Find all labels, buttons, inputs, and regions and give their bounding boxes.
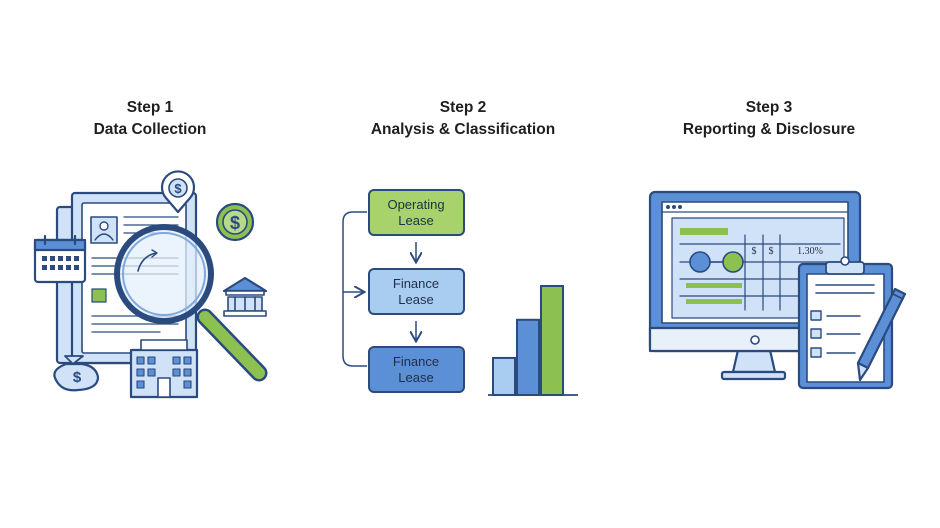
finance-lease-2-line2: Lease <box>398 370 433 385</box>
flow-bracket <box>342 211 367 367</box>
step-2-bar-chart <box>492 285 564 397</box>
pin-dollar-symbol: $ <box>174 181 182 196</box>
step-3-illustration <box>648 190 907 390</box>
magnifier-icon <box>114 224 268 382</box>
dollar-coin-icon <box>215 202 255 242</box>
operating-lease-box: Operating Lease <box>368 189 465 236</box>
bar-1 <box>492 356 516 397</box>
monitor-label-dollar-1: $ <box>752 246 757 257</box>
step-2-flow: Operating Lease Finance Lease Finance Le… <box>342 189 465 393</box>
finance-lease-1-line1: Finance <box>393 276 439 291</box>
step-3-title: Step 3 <box>745 99 793 116</box>
bag-dollar-symbol: $ <box>73 369 82 386</box>
operating-lease-line1: Operating <box>387 197 444 212</box>
bank-icon <box>222 276 268 317</box>
monitor-label-dollar-2: $ <box>769 246 774 257</box>
finance-lease-box-1: Finance Lease <box>368 268 465 315</box>
step-3-subtitle: Reporting & Disclosure <box>682 121 856 138</box>
operating-lease-line2: Lease <box>398 213 433 228</box>
finance-lease-1-line2: Lease <box>398 292 433 307</box>
step-1-title: Step 1 <box>126 99 174 116</box>
finance-lease-2-line1: Finance <box>393 354 439 369</box>
step-1-illustration <box>33 170 268 399</box>
step-1-heading: Step 1 Data Collection <box>20 97 280 141</box>
dollar-pin-icon <box>160 170 196 214</box>
monitor-icon <box>648 190 862 381</box>
calendar-icon <box>33 234 87 284</box>
bar-3 <box>540 285 564 396</box>
step-2-subtitle: Analysis & Classification <box>370 121 556 138</box>
monitor-label-percent: 1.30% <box>797 246 823 257</box>
office-building-icon <box>129 339 199 399</box>
step-2-heading: Step 2 Analysis & Classification <box>333 97 593 141</box>
coin-dollar-symbol: $ <box>230 213 240 233</box>
finance-lease-box-2: Finance Lease <box>368 346 465 393</box>
bar-2 <box>516 318 540 397</box>
step-3-heading: Step 3 Reporting & Disclosure <box>639 97 899 141</box>
pen-icon <box>856 287 907 382</box>
step-2-title: Step 2 <box>439 99 487 116</box>
money-bag-icon <box>53 355 100 392</box>
step-1-subtitle: Data Collection <box>93 121 207 138</box>
